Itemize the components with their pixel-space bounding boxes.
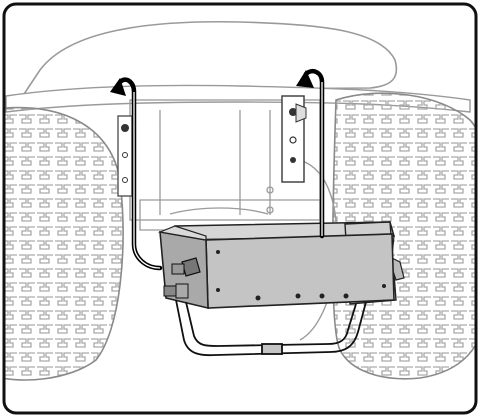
left-mount-plate: [117, 115, 133, 197]
right-install-arrow: [296, 69, 325, 239]
support-loop: [175, 299, 367, 357]
right-bolt: [289, 108, 297, 116]
left-knob: [171, 257, 201, 277]
left-bolt: [121, 124, 129, 132]
left-tire: [4, 106, 124, 381]
right-tire: [331, 92, 476, 380]
left-install-arrow: [110, 77, 163, 271]
right-mount-plate: [281, 95, 307, 183]
lower-knob: [163, 283, 189, 299]
weight-bracket: [157, 221, 405, 310]
